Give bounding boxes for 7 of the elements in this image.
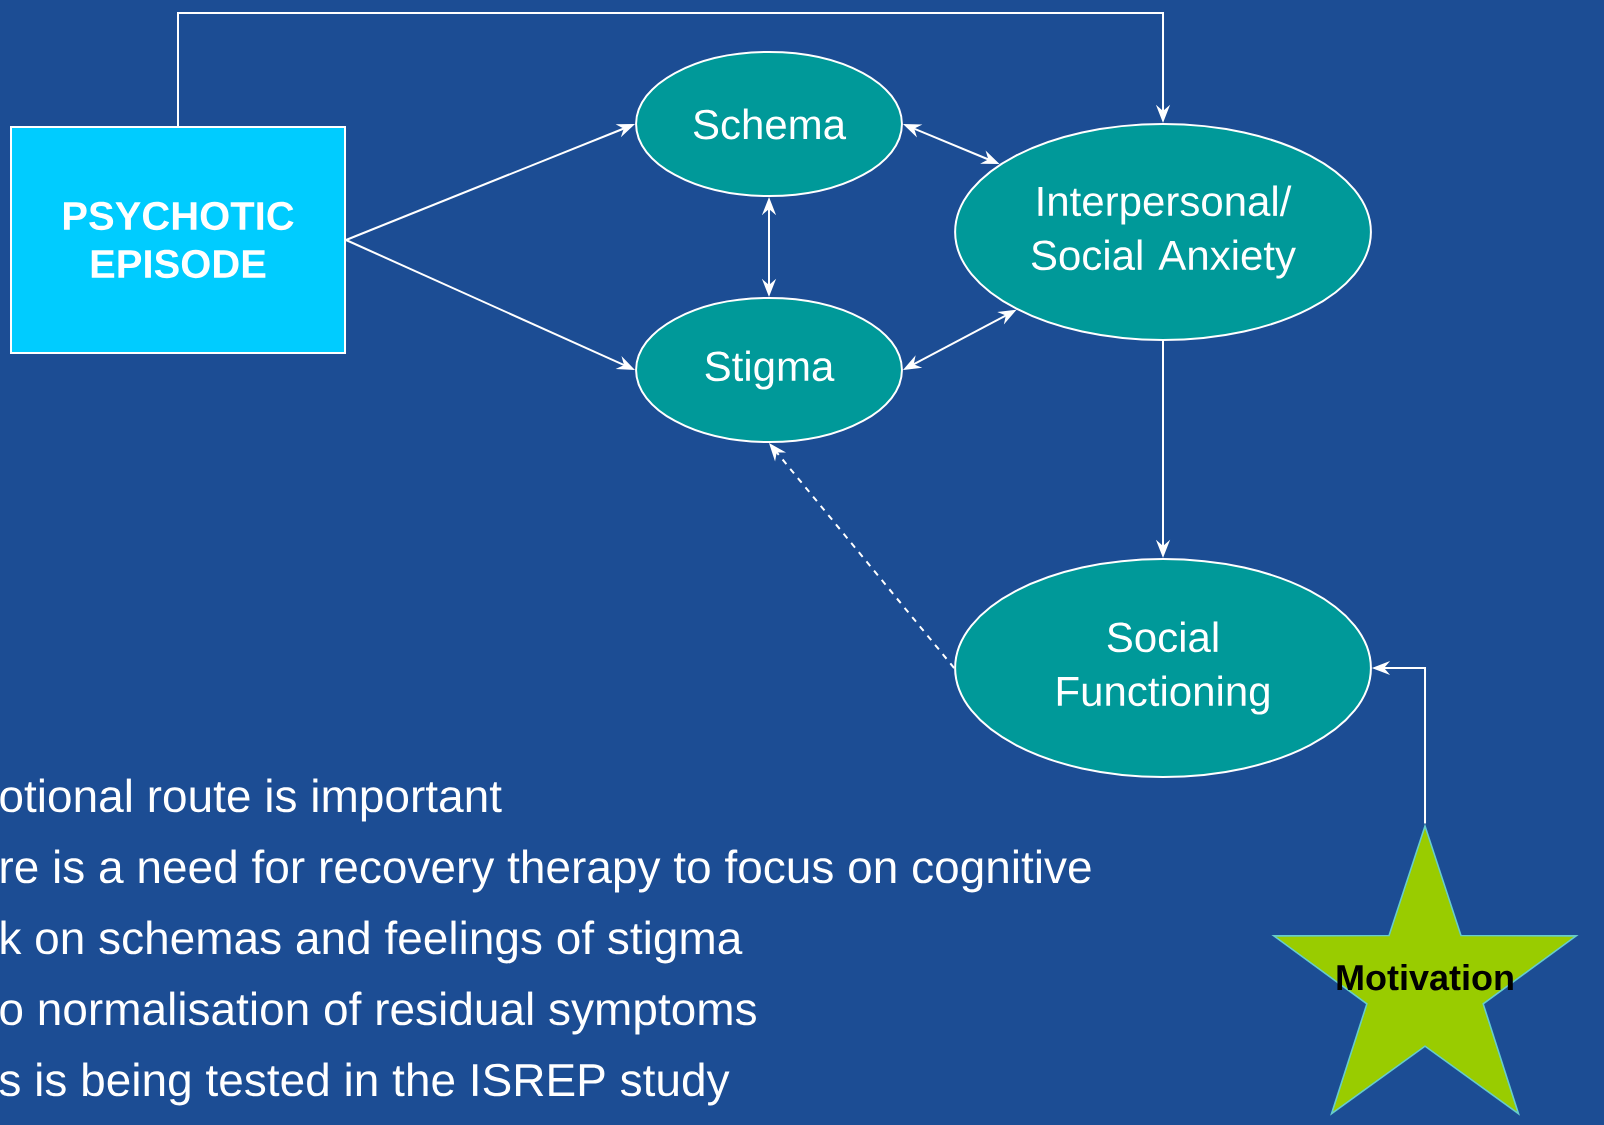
bullet-text: k on schemas and feelings of stigma bbox=[1, 920, 743, 964]
arrow bbox=[177, 12, 1171, 127]
bullet-text: o normalisation of residual symptoms bbox=[0, 991, 756, 1035]
bullet-text: s is being tested in the ISREP study bbox=[0, 1062, 730, 1106]
process-box: PSYCHOTIC EPISODE bbox=[10, 126, 346, 354]
bullet-text: otional route is important bbox=[0, 778, 502, 822]
bullet-text: re is a need for recovery therapy to focus on cognitive bbox=[1, 849, 1091, 893]
